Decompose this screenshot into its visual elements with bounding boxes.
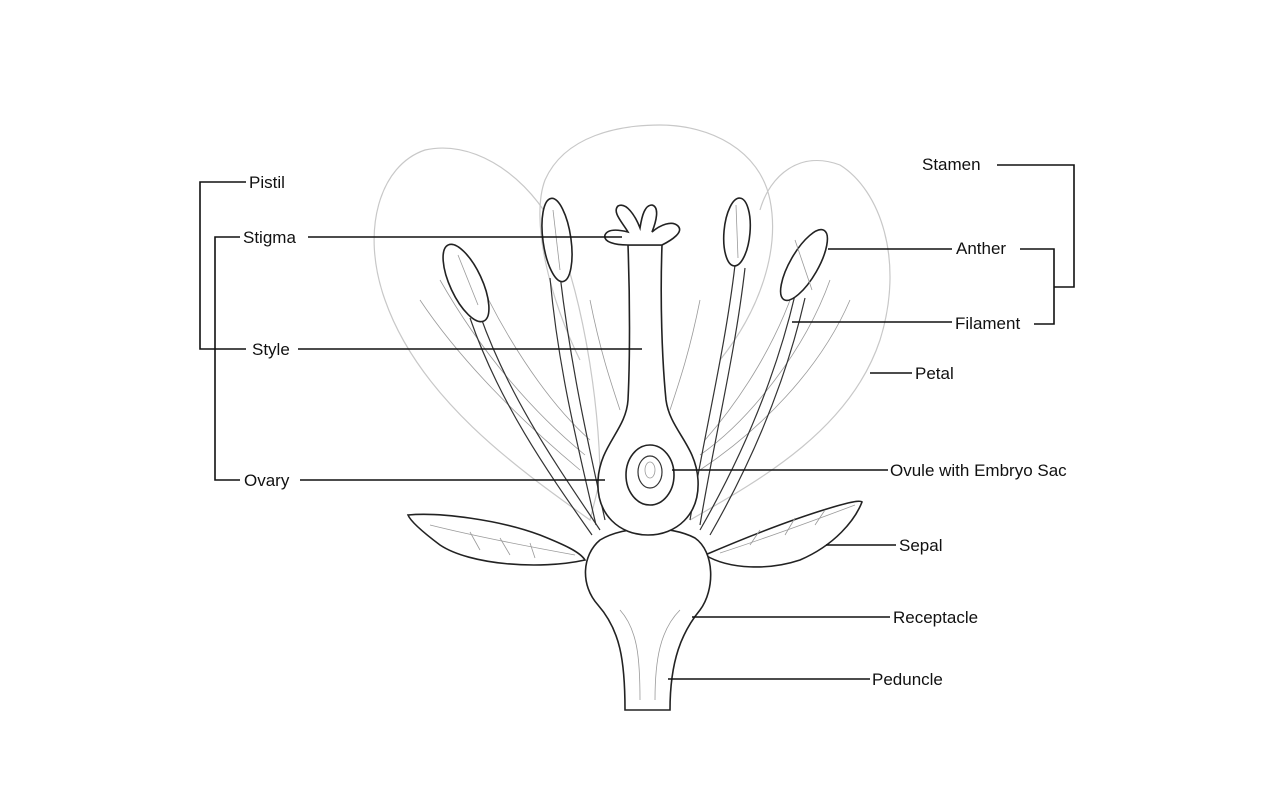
leader-ovary-bracket — [214, 236, 240, 481]
stigma-shape — [604, 204, 681, 246]
petal-left — [373, 147, 601, 522]
label-stigma: Stigma — [243, 228, 296, 247]
sepal-right — [703, 500, 863, 568]
leader-stamen — [997, 164, 1075, 288]
label-stamen: Stamen — [922, 155, 981, 174]
label-peduncle: Peduncle — [872, 670, 943, 689]
leader-pistil — [199, 181, 246, 350]
label-ovule: Ovule with Embryo Sac — [890, 461, 1067, 480]
anther-inner-left — [541, 197, 573, 283]
anther-far-left — [442, 243, 490, 323]
label-petal: Petal — [915, 364, 954, 383]
ovule-shape — [625, 444, 675, 506]
label-pistil: Pistil — [249, 173, 285, 192]
leader-anther-filament-bracket — [1020, 248, 1055, 325]
petal-center — [539, 124, 774, 361]
pistil — [597, 204, 699, 536]
label-anther: Anther — [956, 239, 1006, 258]
petal-right — [689, 160, 891, 521]
label-receptacle: Receptacle — [893, 608, 978, 627]
stamens — [442, 197, 829, 536]
label-sepal: Sepal — [899, 536, 942, 555]
stem — [584, 527, 712, 711]
anther-far-right — [779, 228, 829, 302]
label-ovary: Ovary — [244, 471, 290, 490]
leader-lines — [199, 164, 1075, 680]
labels: Pistil Stigma Style Ovary Stamen Anther … — [243, 155, 1067, 689]
label-style: Style — [252, 340, 290, 359]
sepals — [406, 500, 863, 568]
peduncle-shape — [584, 527, 712, 711]
label-filament: Filament — [955, 314, 1020, 333]
pistil-body — [597, 244, 699, 536]
